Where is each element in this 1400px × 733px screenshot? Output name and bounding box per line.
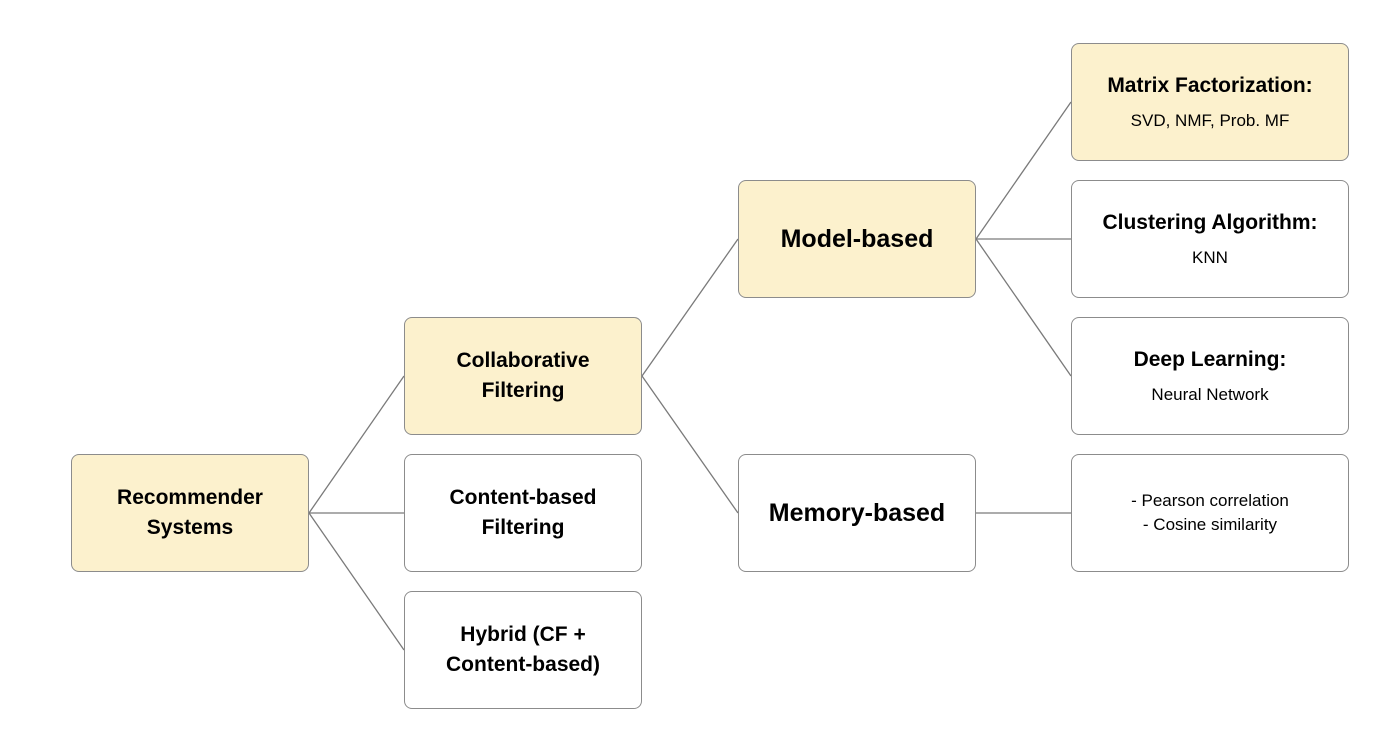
connector-model_based-to-deep_learning: [975, 238, 1072, 377]
deep-learning-title: Deep Learning:: [1133, 348, 1287, 371]
memory-based-title: Memory-based: [768, 499, 946, 527]
deep-learning-detail: Neural Network: [1151, 385, 1269, 404]
memory-based-node: Memory-based: [738, 454, 976, 572]
matrix-factorization-title: Matrix Factorization:: [1107, 74, 1313, 97]
connector-collaborative_filtering-to-memory_based: [641, 375, 739, 514]
clustering-algorithm-node: Clustering Algorithm: KNN: [1071, 180, 1349, 298]
connector-model_based-to-matrix_factorization: [975, 101, 1072, 240]
content-based-filtering-title: Content-based Filtering: [449, 486, 597, 539]
model-based-node: Model-based: [738, 180, 976, 298]
hybrid-node: Hybrid (CF + Content-based): [404, 591, 642, 709]
deep-learning-node: Deep Learning: Neural Network: [1071, 317, 1349, 435]
collaborative-filtering-node: Collaborative Filtering: [404, 317, 642, 435]
matrix-factorization-detail: SVD, NMF, Prob. MF: [1130, 111, 1290, 130]
model-based-title: Model-based: [780, 225, 934, 253]
clustering-algorithm-detail: KNN: [1192, 248, 1228, 267]
connector-recommender_systems-to-hybrid: [308, 512, 405, 651]
memory-methods-detail: - Pearson correlation - Cosine similarit…: [1131, 491, 1289, 534]
clustering-algorithm-title: Clustering Algorithm:: [1102, 211, 1318, 234]
matrix-factorization-node: Matrix Factorization: SVD, NMF, Prob. MF: [1071, 43, 1349, 161]
collaborative-filtering-title: Collaborative Filtering: [456, 349, 590, 402]
connector-collaborative_filtering-to-model_based: [641, 238, 739, 377]
hybrid-title: Hybrid (CF + Content-based): [446, 623, 600, 676]
connector-recommender_systems-to-collaborative_filtering: [308, 375, 405, 514]
recommender-systems-title: Recommender Systems: [117, 486, 263, 539]
memory-methods-node: - Pearson correlation - Cosine similarit…: [1071, 454, 1349, 572]
content-based-filtering-node: Content-based Filtering: [404, 454, 642, 572]
recommender-systems-node: Recommender Systems: [71, 454, 309, 572]
